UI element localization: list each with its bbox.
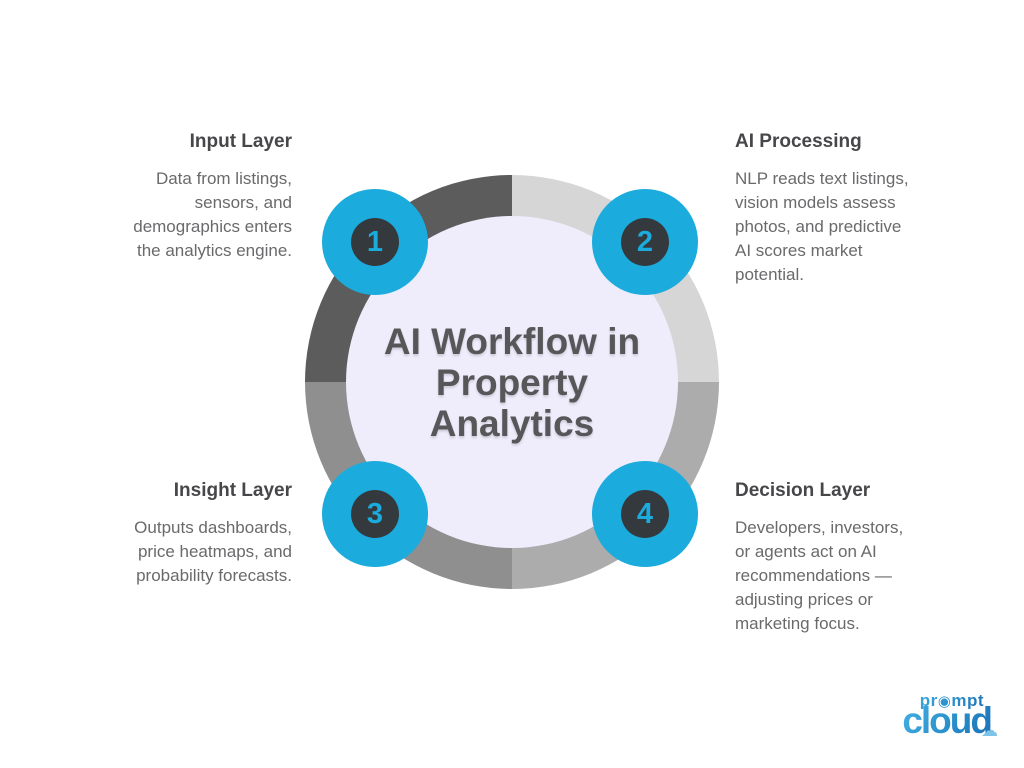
logo-word-cloud: cloud☁ [902,702,998,740]
step-heading-ai-processing: AI Processing [735,131,862,152]
step-number-4: 4 [621,490,669,538]
step-block-ai-processing: AI Processing NLP reads text listings, v… [735,130,965,287]
promptcloud-logo: pr◉mpt cloud☁ [902,692,998,740]
step-badge-2: 2 [592,189,698,295]
diagram-title: AI Workflow in Property Analytics [383,320,641,444]
step-badge-3: 3 [322,461,428,567]
step-heading-insight-layer: Insight Layer [173,480,292,501]
step-number-3: 3 [351,490,399,538]
target-icon: ◉ [937,692,952,710]
step-body-decision-layer: Developers, investors, or agents act on … [735,518,904,633]
step-number-1: 1 [351,218,399,266]
step-body-input-layer: Data from listings, sensors, and demogra… [133,169,292,260]
step-body-insight-layer: Outputs dashboards, price heatmaps, and … [134,518,292,585]
step-heading-input-layer: Input Layer [189,131,292,152]
logo-word-prompt: pr◉mpt [902,692,991,709]
logo-prompt-prefix: pr [919,691,938,710]
cloud-icon: ☁ [981,721,998,741]
step-number-2: 2 [621,218,669,266]
step-heading-decision-layer: Decision Layer [735,480,871,501]
step-badge-4: 4 [592,461,698,567]
step-block-input-layer: Input Layer Data from listings, sensors,… [42,130,292,263]
step-block-insight-layer: Insight Layer Outputs dashboards, price … [42,479,292,588]
step-badge-1: 1 [322,189,428,295]
step-block-decision-layer: Decision Layer Developers, investors, or… [735,479,965,636]
step-body-ai-processing: NLP reads text listings, vision models a… [735,169,909,284]
logo-prompt-suffix: mpt [951,691,984,710]
